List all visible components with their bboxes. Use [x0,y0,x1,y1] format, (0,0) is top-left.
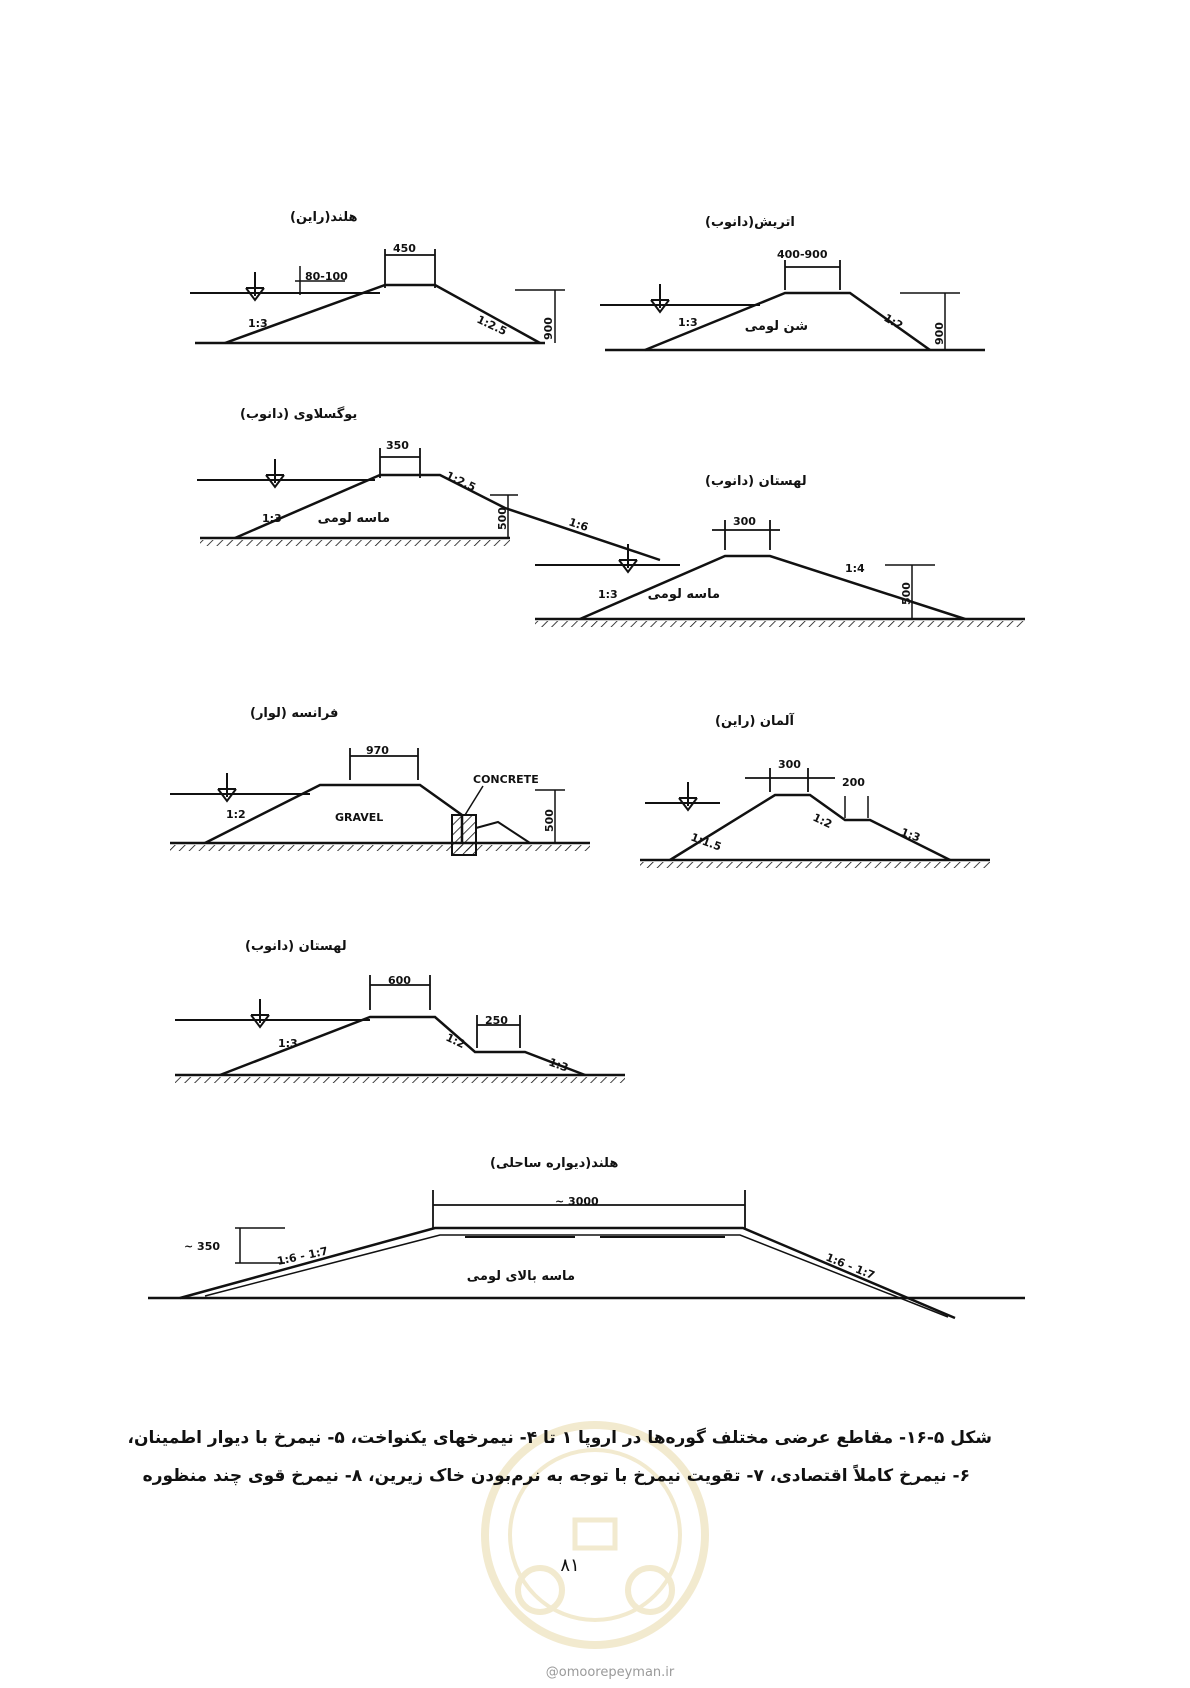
slope-label: 1:3 [899,826,922,845]
material-label: شن لومی [745,319,808,334]
dimension-label: ~ 3000 [555,1195,599,1208]
page-number: ۸۱ [560,1555,580,1576]
dimension-label: 600 [388,974,411,987]
dimension-label: 900 [933,322,946,345]
slope-label: 1:2 [444,1031,467,1051]
dimension-label: 350 [386,439,409,452]
slope-label: 1:4 [845,562,865,575]
figure-poland-danube-1: لهستان (دانوب) 300 500 1:3 1:4 ماسه لومی [535,474,1025,627]
slope-label: 1:3 [278,1037,298,1050]
figure-title: هلند(راین) [290,210,358,225]
figure-title: فرانسه (لوار) [250,706,338,721]
dimension-label: 250 [485,1014,508,1027]
dimension-label: ~ 350 [184,1240,220,1253]
figure-germany-rhine: آلمان (راین) 300 200 1:1.5 1:2 1:3 [640,712,990,868]
water-level-icon [250,998,270,1028]
water-level-icon [245,271,265,301]
dimension-label: 200 [842,776,865,789]
slope-label: 1:3 [262,512,282,525]
dimension-label: 500 [543,809,556,832]
material-label: GRAVEL [335,811,383,824]
dimension-label: 450 [393,242,416,255]
dimension-label: 900 [542,317,555,340]
watermark-text: @omoorepeyman.ir [545,1665,675,1680]
slope-label: 1:3 [248,317,268,330]
figure-yugoslavia-danube: یوگسلاوی (دانوب) 350 500 1:3 1:2.5 1:6 م… [197,406,661,562]
publisher-seal-logo [481,1421,709,1649]
concrete-wall [451,814,477,856]
slope-label: 1:2.5 [444,469,478,494]
slope-label: 1:1.5 [689,831,723,854]
figure-title: لهستان (دانوب) [705,474,807,489]
note-label: CONCRETE [473,773,539,786]
figure-austria-danube: اتریش(دانوب) 400-900 900 1:3 1:2 شن لومی [600,215,985,352]
material-label: ماسه لومی [318,511,390,526]
figure-netherlands-rhine: هلند(راین) 450 80-100 900 1:3 1:2.5 [190,210,565,345]
figure-france-loire: فرانسه (لوار) 970 500 1:2 GRAVEL CONCRET… [170,706,590,856]
slope-label: 1:3 [678,316,698,329]
slope-label: 1:3 [598,588,618,601]
dimension-label: 500 [496,507,509,530]
dimension-label: 80-100 [305,270,348,283]
figure-title: آلمان (راین) [715,712,795,729]
slope-label: 1:3 [547,1056,570,1075]
dimension-label: 400-900 [777,248,828,261]
figure-poland-danube-2: لهستان (دانوب) 600 250 1:3 1:2 1:3 [175,939,625,1083]
material-label: ماسه بالای لومی [467,1269,575,1284]
figure-caption-line-1: شکل ۵-۱۶- مقاطع عرضی مختلف گوره‌ها در ار… [127,1428,992,1448]
figure-title: یوگسلاوی (دانوب) [240,406,357,422]
figure-netherlands-seawall: هلند(دیواره ساحلی) ~ 3000 ~ 350 1:6 - 1:… [148,1156,1025,1320]
dimension-label: 300 [778,758,801,771]
figure-title: لهستان (دانوب) [245,939,347,954]
dimension-label: 970 [366,744,389,757]
water-level-icon [217,772,237,802]
figure-title: هلند(دیواره ساحلی) [490,1156,618,1171]
slope-label: 1:2 [811,811,834,831]
dimension-label: 300 [733,515,756,528]
water-level-icon [678,781,698,811]
slope-label: 1:6 [567,515,590,534]
slope-label: 1:2 [226,808,246,821]
water-level-icon [650,283,670,313]
material-label: ماسه لومی [648,587,720,602]
figure-title: اتریش(دانوب) [705,215,795,230]
dimension-label: 500 [900,582,913,605]
figure-caption-line-2: ۶- نیمرخ کاملاً اقتصادی، ۷- تقویت نیمرخ … [142,1466,970,1486]
water-level-icon [265,458,285,488]
